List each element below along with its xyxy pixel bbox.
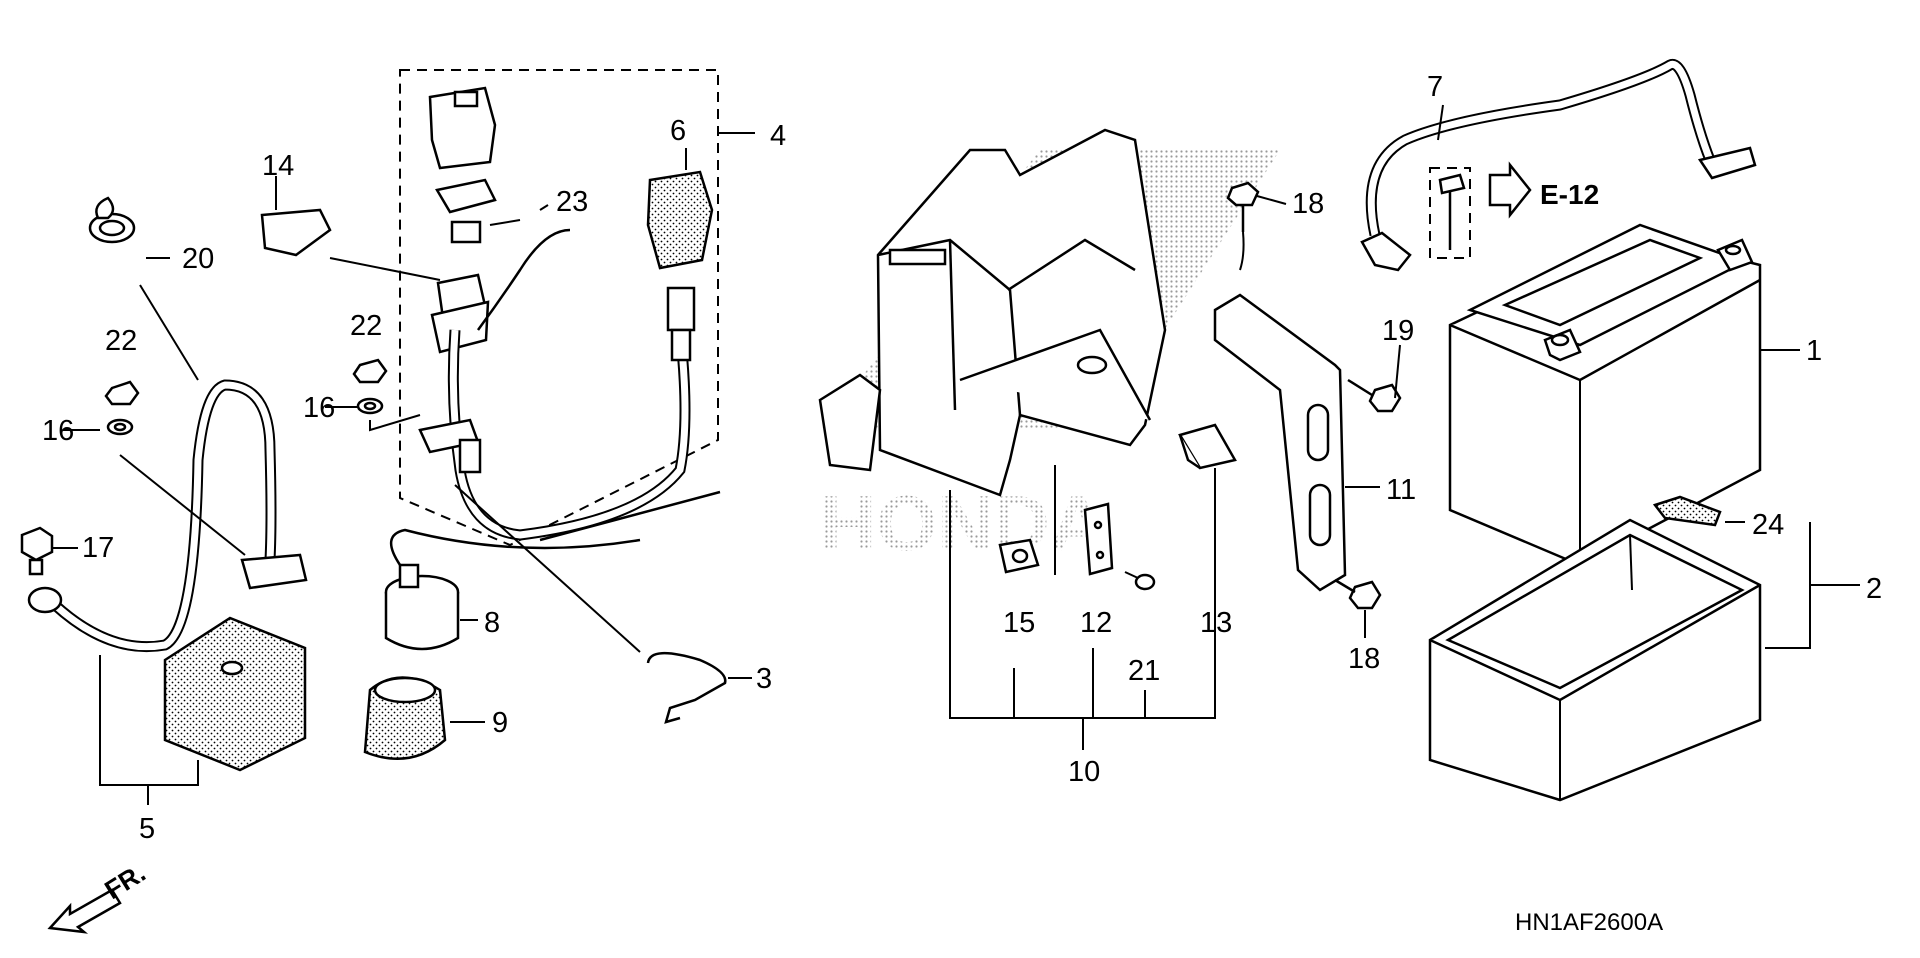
callout-12: 12	[1080, 607, 1112, 639]
starter-relay-connector	[428, 86, 497, 354]
callout-3: 3	[756, 663, 772, 695]
callout-13: 13	[1200, 607, 1232, 639]
callout-21: 21	[1128, 655, 1160, 687]
callout-15: 15	[1003, 607, 1035, 639]
callout-24: 24	[1752, 509, 1784, 541]
positive-cable-7	[1360, 59, 1757, 272]
battery-1	[1448, 223, 1800, 567]
nut-22b	[352, 358, 388, 384]
bolt-18b	[1334, 578, 1382, 610]
callout-19: 19	[1382, 315, 1414, 347]
callout-1: 1	[1806, 335, 1822, 367]
diagram-code: HN1AF2600A	[1515, 909, 1663, 936]
callout-22a: 22	[105, 325, 137, 357]
terminal-cover-5	[163, 616, 307, 772]
callout-20: 20	[182, 243, 214, 275]
spacer-24	[1652, 495, 1745, 527]
washer-16b	[356, 397, 421, 432]
relay-wiring	[418, 228, 696, 541]
reference-arrow-E12: E-12	[1488, 161, 1599, 219]
connector-clip-14	[260, 176, 441, 281]
callout-2: 2	[1866, 573, 1882, 605]
bolt-19	[1347, 378, 1402, 413]
band-20	[88, 196, 136, 244]
reference-label: E-12	[1540, 179, 1599, 210]
callout-14: 14	[262, 150, 294, 182]
starter-relay-8	[384, 490, 721, 651]
bracket-11	[1213, 293, 1380, 592]
callout-23: 23	[556, 186, 588, 218]
relay-boot-9	[363, 676, 447, 760]
band-3	[454, 484, 727, 724]
callout-17: 17	[82, 532, 114, 564]
nut-22a	[104, 380, 140, 406]
washer-16a	[106, 418, 246, 556]
callout-bracket-10	[949, 465, 1216, 750]
callout-7: 7	[1427, 71, 1443, 103]
callout-18b: 18	[1348, 643, 1380, 675]
screw-21	[1124, 571, 1156, 591]
watermark-text: HONDA	[820, 479, 1106, 567]
callout-11: 11	[1386, 474, 1416, 506]
callout-22b: 22	[350, 310, 382, 342]
callout-4: 4	[770, 120, 786, 152]
group-box-4	[399, 69, 755, 547]
callout-bracket-5	[99, 655, 199, 805]
clip-15	[998, 538, 1040, 574]
callout-18a: 18	[1292, 188, 1324, 220]
leader-lines	[52, 104, 1444, 723]
callout-6: 6	[670, 115, 686, 147]
battery-tray-2	[1428, 518, 1860, 802]
callout-9: 9	[492, 707, 508, 739]
fuse-cover	[646, 170, 714, 270]
callout-5: 5	[139, 813, 155, 845]
callout-8: 8	[484, 607, 500, 639]
callout-10: 10	[1068, 756, 1100, 788]
clip-13	[1178, 423, 1237, 470]
negative-cable-5	[27, 284, 308, 653]
bolt-18a	[1226, 181, 1260, 271]
bolt-17	[20, 526, 54, 576]
plate-12	[1083, 502, 1114, 576]
front-direction-arrow: FR.	[47, 857, 151, 934]
battery-case-10	[818, 128, 1167, 497]
